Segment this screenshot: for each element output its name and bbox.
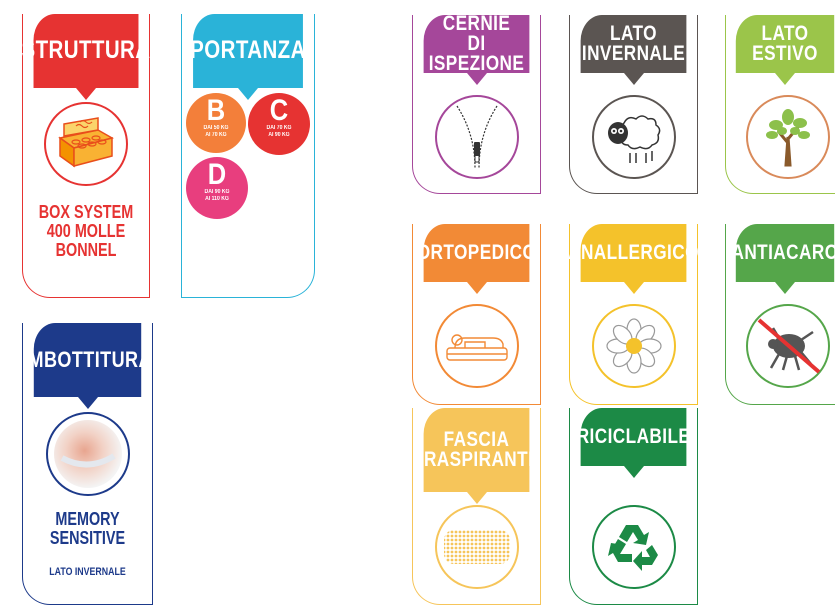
header-pointer [77, 397, 98, 409]
badge-range: AI 70 KG [205, 132, 227, 138]
badge-c: C DAI 70 KG AI 90 KG [248, 93, 310, 155]
imbottitura-caption: MEMORY SENSITIVE [36, 510, 139, 548]
ortopedico-circle [435, 304, 519, 388]
header-pointer [238, 88, 258, 100]
struttura-circle [44, 102, 128, 186]
card-header: ANALLERGICO [568, 224, 698, 282]
antiacaro-circle [746, 304, 830, 388]
card-title: PORTANZA [190, 36, 306, 65]
header-pointer [466, 282, 487, 294]
badge-b: B DAI 50 KG AI 70 KG [186, 93, 246, 153]
card-title: FASCIA [443, 428, 510, 452]
riciclabile-circle [592, 505, 676, 589]
sheep-icon [608, 115, 661, 163]
card-anallergico: ANALLERGICO [568, 224, 698, 405]
header-pointer [623, 73, 644, 85]
header-pointer [466, 492, 487, 504]
caption-line: SENSITIVE [49, 527, 126, 548]
card-header: LATO INVERNALE [580, 15, 687, 73]
card-struttura: STRUTTURA BOX SYSTEM 400 MOLLE BONNEL [22, 14, 150, 298]
recycle-icon [608, 525, 658, 571]
card-imbottitura: IMBOTTITURA MEMORY SENSITIVE LATO INVERN… [22, 323, 153, 605]
card-title: DI ISPEZIONE [428, 32, 525, 75]
header-pointer [623, 466, 644, 478]
badge-letter: B [206, 94, 226, 127]
header-pointer [623, 282, 644, 294]
card-lato-estivo: LATO ESTIVO [725, 15, 835, 194]
card-title: ANALLERGICO [568, 241, 699, 265]
header-pointer [775, 73, 795, 85]
card-title: ORTOPEDICO [416, 241, 537, 265]
tree-icon [766, 109, 810, 167]
badge-range: DAI 70 KG [266, 125, 292, 131]
card-title: TRASPIRANTE [413, 448, 540, 471]
card-title: CERNIE [442, 12, 511, 36]
card-header: RICICLABILE [577, 408, 690, 466]
breathable-mesh-icon [444, 530, 510, 564]
card-fascia: FASCIA TRASPIRANTE [412, 408, 541, 605]
caption-line: 400 MOLLE [46, 220, 126, 241]
card-header: CERNIE DI ISPEZIONE [423, 12, 530, 75]
badge-letter: D [207, 158, 227, 191]
no-mite-icon [757, 318, 821, 374]
cernie-circle [435, 95, 519, 179]
card-header: PORTANZA [190, 14, 306, 88]
card-riciclabile: RICICLABILE [569, 408, 698, 605]
caption-line: MEMORY [55, 509, 120, 529]
badge-range: AI 90 KG [268, 132, 290, 138]
anallergico-circle [592, 304, 676, 388]
card-header: FASCIA TRASPIRANTE [413, 408, 540, 492]
badge-range: AI 110 KG [205, 196, 229, 202]
memory-foam-icon [54, 420, 122, 488]
card-title: ESTIVO [752, 42, 818, 65]
card-title: LATO [761, 22, 809, 46]
card-header: STRUTTURA [22, 14, 150, 88]
card-title: STRUTTURA [21, 36, 151, 65]
caption-line: BONNEL [55, 239, 117, 260]
card-title: LATO [610, 22, 657, 46]
box-spring-icon [58, 117, 114, 168]
daisy-icon [606, 318, 662, 374]
card-header: IMBOTTITURA [23, 323, 151, 397]
imbottitura-circle [46, 412, 130, 496]
subcaption-text: LATO INVERNALE [49, 566, 126, 578]
fascia-circle [435, 505, 519, 589]
card-title: INVERNALE [581, 42, 686, 65]
card-header: LATO ESTIVO [735, 15, 835, 73]
imbottitura-subcaption: LATO INVERNALE [36, 566, 139, 579]
person-lying-icon [446, 334, 508, 361]
card-header: ANTIACARO [731, 224, 835, 282]
header-pointer [76, 88, 96, 100]
badge-range: DAI 50 KG [203, 125, 229, 131]
card-ortopedico: ORTOPEDICO [412, 224, 541, 405]
card-portanza: PORTANZA B DAI 50 KG AI 70 KG C DAI 70 K… [181, 14, 315, 298]
struttura-caption: BOX SYSTEM 400 MOLLE BONNEL [36, 203, 137, 260]
card-cernie: CERNIE DI ISPEZIONE [412, 12, 541, 194]
caption-line: BOX SYSTEM [38, 202, 134, 222]
card-title: IMBOTTITURA [23, 346, 152, 372]
badge-d: D DAI 90 KG AI 110 KG [186, 157, 248, 219]
badge-letter: C [269, 94, 289, 127]
lato-invernale-circle [592, 95, 676, 179]
card-antiacaro: ANTIACARO [725, 224, 835, 405]
zipper-icon [456, 105, 498, 169]
card-title: ANTIACARO [731, 241, 835, 265]
badge-range: DAI 90 KG [204, 189, 230, 195]
card-lato-invernale: LATO INVERNALE [569, 15, 698, 194]
card-header: ORTOPEDICO [417, 224, 536, 282]
lato-estivo-circle [746, 95, 830, 179]
header-pointer [775, 282, 795, 294]
header-pointer [466, 73, 487, 85]
card-title: RICICLABILE [576, 425, 691, 449]
